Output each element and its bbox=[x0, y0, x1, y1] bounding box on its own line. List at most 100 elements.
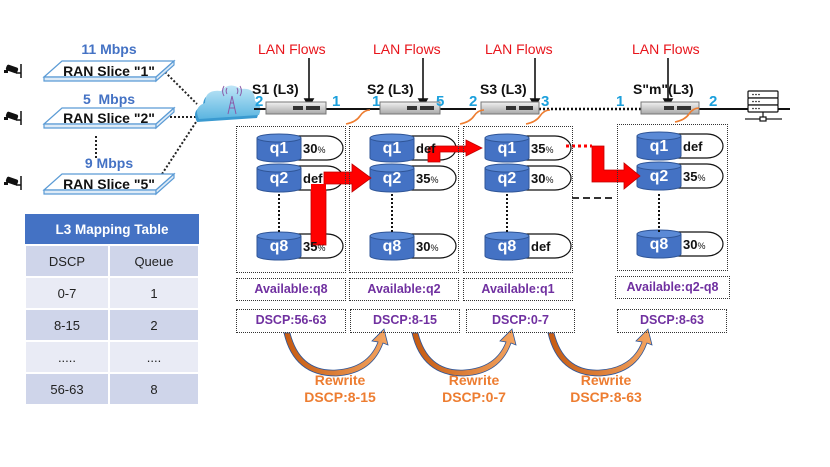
slice-label: RAN Slice "5" bbox=[63, 176, 155, 192]
rewrite-arrows bbox=[283, 328, 653, 377]
table-title: L3 Mapping Table bbox=[25, 214, 199, 245]
queue-cylinder-icon bbox=[636, 131, 682, 161]
queue-cylinder-icon bbox=[484, 231, 530, 261]
red-remap-arrows bbox=[310, 139, 641, 246]
switch-name-s2: S2 (L3) bbox=[367, 81, 414, 97]
cell-queue: 2 bbox=[107, 308, 201, 342]
cell-queue: .... bbox=[107, 340, 201, 374]
queue-share: def bbox=[416, 141, 436, 156]
cell-dscp: 0-7 bbox=[24, 276, 110, 310]
queue-share-value: 30 bbox=[683, 237, 698, 252]
queue-name: q8 bbox=[649, 236, 669, 253]
slice-label: RAN Slice "2" bbox=[63, 110, 155, 126]
port-in: 1 bbox=[372, 93, 381, 110]
available-s1: Available:q8 bbox=[236, 278, 346, 301]
queue-share: def bbox=[303, 171, 323, 186]
queue-row-q2: q2 30% bbox=[485, 166, 567, 192]
lan-flows-label: LAN Flows bbox=[485, 41, 553, 57]
queue-name: q8 bbox=[497, 238, 517, 255]
queue-share: 30% bbox=[531, 171, 553, 186]
queue-shapes bbox=[256, 131, 724, 261]
queue-panel-s2 bbox=[349, 126, 459, 273]
switch-icon bbox=[379, 101, 441, 115]
queue-panel-s1 bbox=[236, 126, 346, 273]
rewrite-arrow-3 bbox=[547, 328, 653, 377]
dscp-s1: DSCP:56-63 bbox=[236, 309, 346, 333]
link-slice-5 bbox=[161, 118, 199, 175]
queue-share-unit: % bbox=[545, 145, 554, 155]
queue-share: 35% bbox=[416, 171, 438, 186]
lan-flows-label: LAN Flows bbox=[632, 41, 700, 57]
queue-cylinder-icon bbox=[369, 231, 415, 261]
queue-cylinder-icon bbox=[369, 133, 415, 163]
port-out: 2 bbox=[709, 93, 718, 110]
red-arrow-s3-sm bbox=[591, 145, 641, 190]
slice-links bbox=[95, 71, 199, 175]
queue-name: q1 bbox=[649, 138, 669, 155]
available-s3: Available:q1 bbox=[463, 278, 573, 301]
flow-curve-arrows bbox=[345, 107, 700, 125]
queue-cylinder-icon bbox=[369, 163, 415, 193]
queue-cylinder-icon bbox=[636, 161, 682, 191]
queue-share: 30% bbox=[303, 141, 325, 156]
queue-cylinder-icon bbox=[256, 231, 302, 261]
rewrite-arrow-2 bbox=[411, 328, 517, 377]
queue-share-unit: % bbox=[545, 175, 554, 185]
link-slice-1 bbox=[164, 71, 198, 105]
queue-share-unit: % bbox=[430, 175, 439, 185]
slice-rate: 5 Mbps bbox=[82, 91, 136, 107]
queue-share-unit: % bbox=[317, 243, 326, 253]
queue-row-q8: q8 35% bbox=[257, 234, 339, 260]
cell-queue: 1 bbox=[107, 276, 201, 310]
switch-name-s3: S3 (L3) bbox=[480, 81, 527, 97]
queue-name: q2 bbox=[382, 170, 402, 187]
slice-plate-1 bbox=[42, 59, 176, 83]
queue-share-value: 35 bbox=[303, 239, 318, 254]
queue-share-value: def bbox=[416, 141, 436, 156]
server-icon bbox=[745, 90, 782, 122]
queue-name: q8 bbox=[269, 238, 289, 255]
slice-plates bbox=[42, 59, 176, 196]
queue-share-unit: % bbox=[430, 243, 439, 253]
slice-rate: 9 Mbps bbox=[84, 155, 134, 171]
red-arrow-s2-s3 bbox=[427, 139, 483, 163]
queue-share: 30% bbox=[683, 237, 705, 252]
queue-share-unit: % bbox=[317, 145, 326, 155]
camera-icon bbox=[4, 64, 22, 190]
queue-name: q2 bbox=[497, 170, 517, 187]
switch-icon bbox=[265, 101, 327, 115]
queue-share: 35% bbox=[531, 141, 553, 156]
dscp-s3: DSCP:0-7 bbox=[466, 309, 575, 333]
queue-row-q1: q1 35% bbox=[485, 136, 567, 162]
lan-flows-label: LAN Flows bbox=[258, 41, 326, 57]
queue-share-unit: % bbox=[697, 173, 706, 183]
queue-share: 35% bbox=[303, 239, 325, 254]
queue-name: q1 bbox=[497, 140, 517, 157]
lan-flows-label: LAN Flows bbox=[373, 41, 441, 57]
queue-row-q8: q8 30% bbox=[637, 232, 719, 258]
slice-rate: 11 Mbps bbox=[81, 41, 137, 57]
queue-share: 30% bbox=[416, 239, 438, 254]
queue-cylinder-icon bbox=[256, 133, 302, 163]
dscp-s2: DSCP:8-15 bbox=[350, 309, 460, 333]
red-arrow-s1-s2 bbox=[310, 163, 372, 246]
queue-share-value: 35 bbox=[531, 141, 546, 156]
queue-cylinder-icon bbox=[256, 163, 302, 193]
queue-share-unit: % bbox=[697, 241, 706, 251]
cell-dscp: 8-15 bbox=[24, 308, 110, 342]
switch-devices bbox=[265, 101, 700, 115]
queue-share-value: 35 bbox=[416, 171, 431, 186]
rewrite-arrow-1 bbox=[283, 328, 389, 377]
port-out: 1 bbox=[332, 93, 341, 110]
